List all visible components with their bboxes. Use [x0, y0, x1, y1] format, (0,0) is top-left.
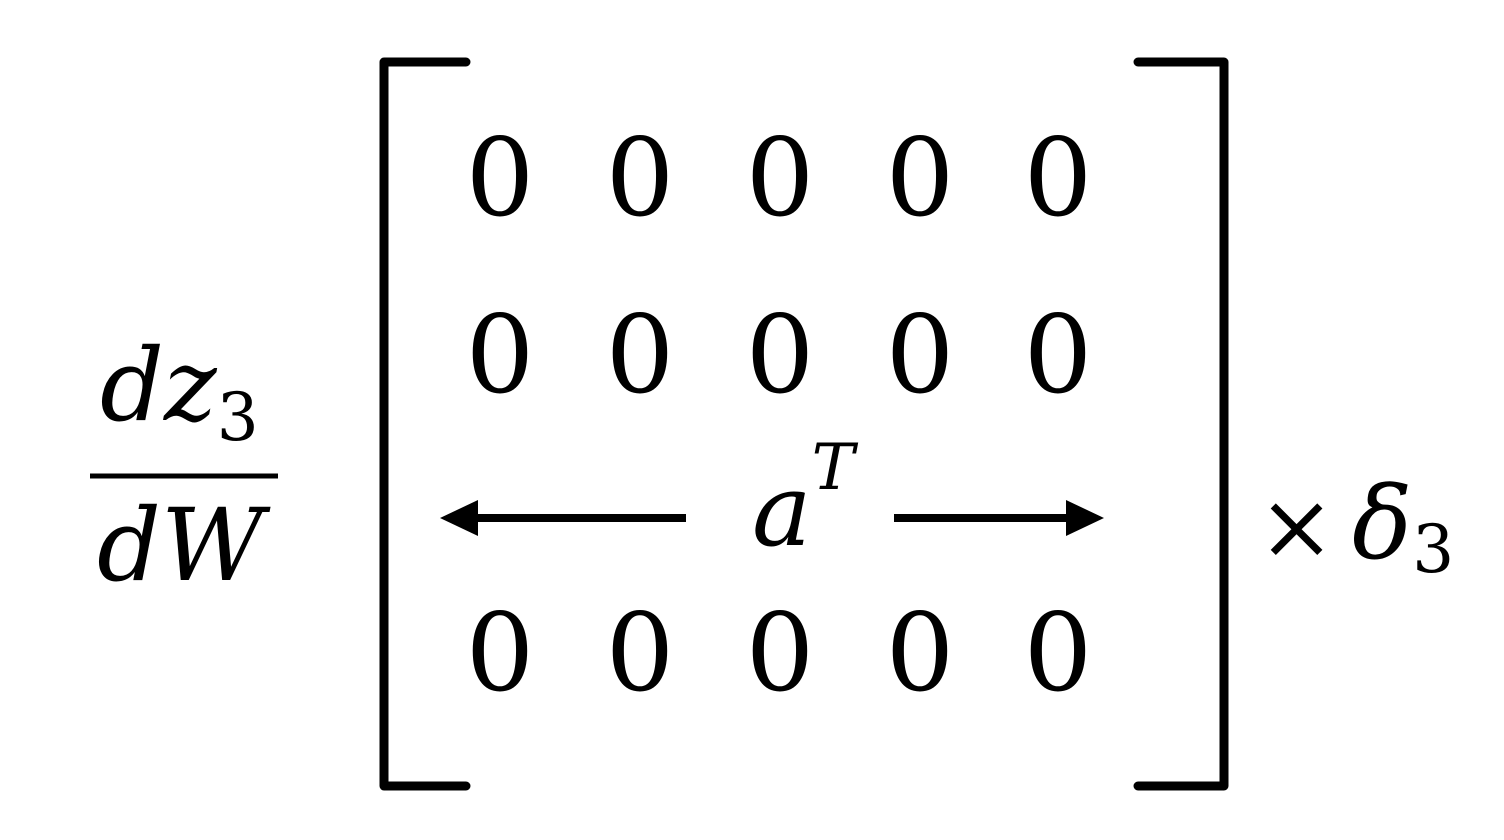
delta-subscript: 3	[1412, 511, 1454, 588]
vector-row: aT	[440, 431, 1104, 569]
delta-term: δ3	[1352, 465, 1454, 588]
matrix-cell: 0	[466, 591, 535, 716]
right-arrow-icon	[1066, 500, 1104, 536]
times-operator: ×	[1258, 473, 1335, 580]
matrix-cell: 0	[466, 116, 535, 241]
matrix-cell: 0	[1024, 591, 1093, 716]
vector-superscript: T	[812, 431, 859, 505]
delta-symbol: δ	[1352, 465, 1412, 582]
matrix-cell: 0	[746, 293, 815, 418]
numerator-subscript: 3	[217, 379, 259, 456]
fraction-denominator: dW	[97, 487, 271, 604]
matrix-cell: 0	[1024, 293, 1093, 418]
matrix-cell: 0	[746, 116, 815, 241]
denominator-d: d	[97, 487, 161, 604]
matrix-cell: 0	[606, 116, 675, 241]
left-bracket	[379, 57, 471, 791]
matrix-cell: 0	[606, 591, 675, 716]
fraction: dz3 dW	[90, 327, 278, 604]
matrix-cell: 0	[606, 293, 675, 418]
vector-base: a	[752, 452, 812, 569]
left-arrow-icon	[440, 500, 478, 536]
numerator-d: d	[100, 327, 164, 444]
vector-row-label: aT	[752, 431, 859, 569]
matrix-cell: 0	[746, 591, 815, 716]
matrix-cell: 0	[466, 293, 535, 418]
multiplier: × δ3	[1258, 465, 1454, 588]
fraction-numerator: dz3	[100, 327, 259, 456]
matrix-cell: 0	[886, 591, 955, 716]
matrix-cell: 0	[886, 116, 955, 241]
numerator-var: z	[163, 327, 218, 444]
matrix-cell: 0	[1024, 116, 1093, 241]
right-bracket	[1133, 57, 1229, 791]
denominator-var: W	[161, 487, 271, 604]
matrix-cell: 0	[886, 293, 955, 418]
